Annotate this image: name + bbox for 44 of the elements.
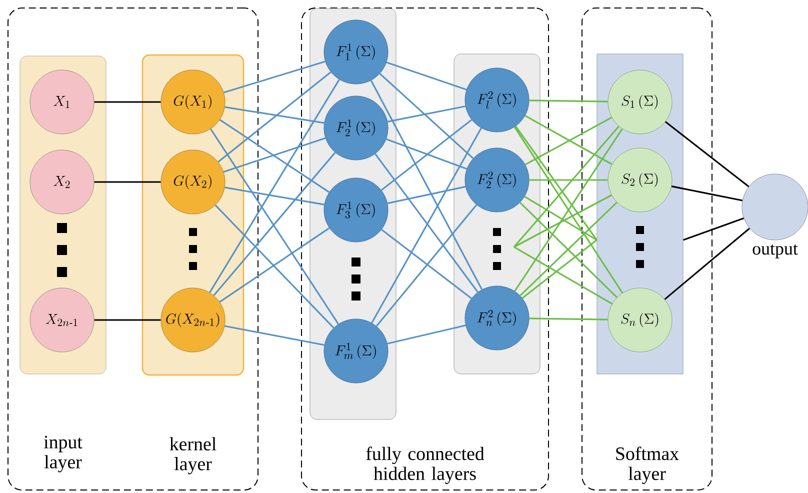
connection-line xyxy=(224,325,324,346)
connection-line xyxy=(94,319,161,321)
connection-line xyxy=(522,239,598,299)
connection-line xyxy=(387,186,466,204)
connection-line xyxy=(380,119,472,191)
connection-line xyxy=(209,79,340,293)
node-label: input layer xyxy=(44,436,82,472)
connection-line xyxy=(664,228,750,300)
connection-line xyxy=(224,60,326,94)
connection-line xyxy=(224,106,324,124)
connection-line xyxy=(664,121,750,188)
connection-line xyxy=(214,204,334,328)
layer-group-box xyxy=(8,8,258,490)
connection-line xyxy=(223,137,326,173)
connection-line xyxy=(514,194,612,248)
connection-line xyxy=(218,71,332,163)
connection-line xyxy=(514,246,612,305)
connection-line xyxy=(94,101,161,103)
connection-line xyxy=(386,138,468,170)
connection-line xyxy=(219,119,330,193)
connection-line xyxy=(671,186,743,202)
connection-line xyxy=(219,227,330,303)
connection-line xyxy=(524,196,598,241)
connection-line xyxy=(374,153,478,293)
connection-line xyxy=(376,204,478,327)
connection-line xyxy=(386,62,467,90)
connection-line xyxy=(379,73,474,159)
connection-line xyxy=(513,126,620,248)
connection-line xyxy=(381,228,472,300)
connection-line xyxy=(224,186,324,206)
connection-line xyxy=(213,152,336,296)
connection-line xyxy=(387,106,466,122)
node-label: kernel layer xyxy=(170,437,216,474)
connection-line xyxy=(529,179,608,181)
connection-line xyxy=(371,128,482,324)
connection-line xyxy=(529,318,608,320)
connection-line xyxy=(515,126,598,240)
connection-line xyxy=(210,128,340,324)
connection-line xyxy=(387,324,466,344)
connection-line xyxy=(683,218,744,241)
node-label: output xyxy=(752,244,798,258)
connection-line xyxy=(529,100,608,102)
connection-line xyxy=(94,181,161,183)
connection-line xyxy=(370,80,483,290)
